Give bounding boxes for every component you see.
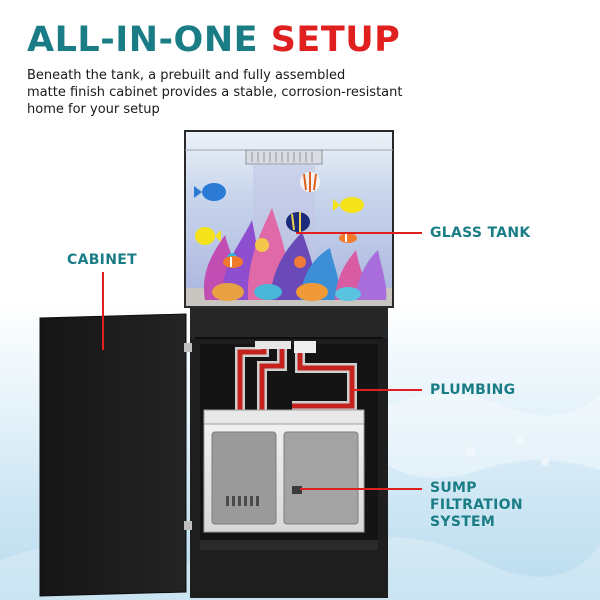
plumbing-label-line: PLUMBING	[430, 382, 516, 398]
sump-label-line-3: SYSTEM	[430, 514, 496, 530]
subtitle: Beneath the tank, a prebuilt and fully a…	[27, 67, 447, 118]
subtitle-line-2: matte finish cabinet provides a stable, …	[27, 85, 403, 100]
sump-filter	[203, 409, 365, 533]
glass-tank-label: GLASS TANK	[430, 225, 531, 242]
subtitle-line-3: home for your setup	[27, 102, 160, 117]
headline-accent: SETUP	[270, 20, 401, 60]
cabinet-leader	[102, 272, 104, 350]
headline: ALL-IN-ONE SETUP	[27, 18, 400, 62]
headline-main: ALL-IN-ONE	[27, 20, 259, 60]
fish-group	[194, 172, 364, 268]
plumbing-label: PLUMBING	[430, 382, 515, 399]
cabinet-label-line: CABINET	[67, 252, 137, 268]
glass-tank	[184, 130, 394, 308]
sump-leader	[300, 488, 422, 490]
plumbing-leader	[352, 389, 422, 391]
sump-label: SUMP FILTRATION SYSTEM	[430, 480, 523, 531]
sump-label-line-1: SUMP	[430, 480, 477, 496]
glass-tank-leader	[296, 232, 422, 234]
plumbing	[235, 341, 357, 412]
sump-label-line-2: FILTRATION	[430, 497, 523, 513]
subtitle-line-1: Beneath the tank, a prebuilt and fully a…	[27, 68, 346, 83]
glass-tank-label-line: GLASS TANK	[430, 225, 531, 241]
cabinet-label: CABINET	[67, 252, 137, 269]
